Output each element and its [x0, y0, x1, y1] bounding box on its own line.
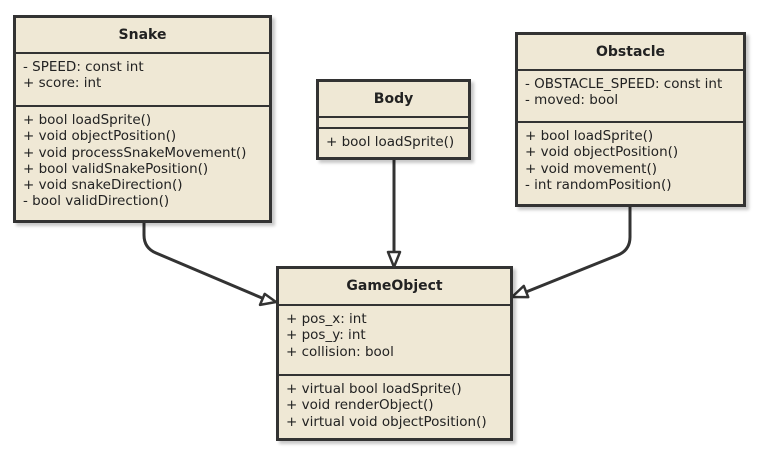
class-snake-title: Snake — [16, 18, 269, 54]
class-snake[interactable]: Snake - SPEED: const int + score: int + … — [13, 15, 272, 223]
body-generalization-arrowhead — [386, 250, 402, 269]
class-body[interactable]: Body + bool loadSprite() — [316, 79, 471, 160]
class-obstacle-method: + void movement() — [525, 160, 658, 177]
class-body-methods: + bool loadSprite() — [319, 127, 468, 150]
obstacle-generalization-arrowhead — [510, 284, 530, 299]
class-snake-methods: + bool loadSprite() + void objectPositio… — [16, 105, 269, 210]
class-obstacle-methods: + bool loadSprite() + void objectPositio… — [518, 121, 743, 193]
class-obstacle-method: - int randomPosition() — [525, 176, 672, 193]
class-obstacle-method: + void objectPosition() — [525, 144, 679, 161]
class-obstacle-title: Obstacle — [518, 35, 743, 71]
class-gameobject-attribute: + pos_x: int — [286, 311, 367, 327]
class-obstacle[interactable]: Obstacle - OBSTACLE_SPEED: const int - m… — [515, 32, 746, 207]
class-snake-attribute: + score: int — [23, 75, 102, 92]
class-gameobject-method: + virtual bool loadSprite() — [286, 381, 462, 397]
class-snake-attributes: - SPEED: const int + score: int — [16, 54, 269, 105]
class-gameobject-title: GameObject — [279, 269, 510, 306]
class-obstacle-attribute: - moved: bool — [525, 92, 619, 109]
class-obstacle-method: + bool loadSprite() — [525, 128, 654, 144]
class-gameobject-attribute: + collision: bool — [286, 343, 394, 360]
class-body-method: + bool loadSprite() — [326, 134, 455, 150]
class-body-title: Body — [319, 82, 468, 118]
class-snake-method: + bool loadSprite() — [23, 112, 152, 128]
snake-to-gameobject-edge — [142, 222, 263, 300]
class-snake-attribute: - SPEED: const int — [23, 59, 144, 75]
obstacle-to-gameobject-edge — [525, 206, 632, 294]
class-snake-method: + void snakeDirection() — [23, 177, 183, 194]
snake-generalization-arrowhead — [258, 292, 278, 307]
class-gameobject-method: + void renderObject() — [286, 397, 434, 414]
class-obstacle-attribute: - OBSTACLE_SPEED: const int — [525, 76, 723, 92]
class-snake-method: + void processSnakeMovement() — [23, 144, 247, 161]
class-gameobject-method: + virtual void objectPosition() — [286, 413, 487, 430]
class-gameobject[interactable]: GameObject + pos_x: int + pos_y: int + c… — [276, 266, 513, 441]
class-gameobject-methods: + virtual bool loadSprite() + void rende… — [279, 374, 510, 430]
class-gameobject-attributes: + pos_x: int + pos_y: int + collision: b… — [279, 306, 510, 374]
class-body-attributes — [319, 118, 468, 127]
class-snake-method: - bool validDirection() — [23, 193, 170, 210]
class-obstacle-attributes: - OBSTACLE_SPEED: const int - moved: boo… — [518, 71, 743, 121]
class-snake-method: + void objectPosition() — [23, 128, 177, 145]
class-gameobject-attribute: + pos_y: int — [286, 327, 366, 344]
class-snake-method: + bool validSnakePosition() — [23, 160, 209, 177]
